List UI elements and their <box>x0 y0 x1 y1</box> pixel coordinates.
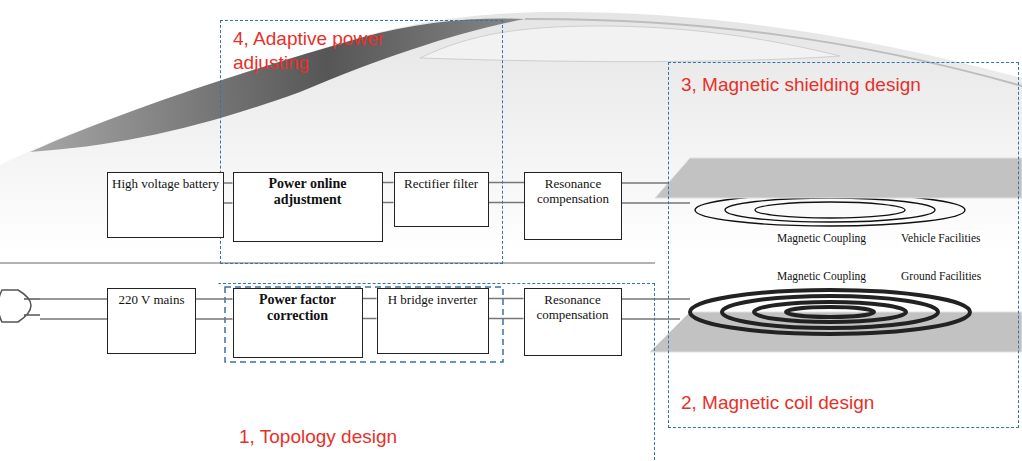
process-box: Rectifier filter <box>394 172 489 227</box>
wire-connector <box>383 183 394 203</box>
wire-connector <box>489 183 525 203</box>
region-title: 1, Topology design <box>239 425 642 449</box>
car-body <box>0 12 1022 255</box>
coil-wire <box>620 183 690 203</box>
wire-connector <box>196 299 233 319</box>
region-title: 4, Adaptive power adjusting <box>233 27 433 75</box>
box-label: Rectifier filter <box>399 176 484 191</box>
box-label: Resonance compensation <box>529 176 617 206</box>
box-label: Power online adjustment <box>238 176 378 208</box>
dashed-region: 3, Magnetic shielding design 2, Magnetic … <box>668 62 1019 428</box>
facility-label: Vehicle Facilities <box>900 231 982 245</box>
process-box: H bridge inverter <box>377 288 489 354</box>
box-label: H bridge inverter <box>382 292 484 307</box>
region-title: 3, Magnetic shielding design <box>681 73 1002 97</box>
wire-connector <box>363 299 377 319</box>
dashed-region: 1, Topology design Power factor correctio… <box>218 283 655 461</box>
box-label: Power factor correction <box>238 292 358 324</box>
dashed-region: 4, Adaptive power adjustingPower online … <box>220 20 503 264</box>
box-label: 220 V mains <box>112 292 191 307</box>
box-label: Resonance compensation <box>529 292 617 322</box>
inner-dashed-box <box>225 287 503 362</box>
process-box: Power online adjustment <box>233 172 383 242</box>
box-label: High voltage battery <box>112 176 219 191</box>
car-window <box>420 26 840 62</box>
vehicle-coil <box>695 194 965 226</box>
region-title: 2, Magnetic coil design <box>681 391 1002 415</box>
ground-coil <box>690 290 970 334</box>
process-box: Resonance compensation <box>524 288 622 356</box>
wire-connector <box>224 183 233 203</box>
car-swoosh <box>30 19 525 152</box>
plug-symbol <box>0 290 40 322</box>
facility-label: Magnetic Coupling <box>776 269 867 283</box>
vehicle-plate <box>655 158 1022 198</box>
process-box: Power factor correction <box>233 288 363 358</box>
facility-label: Magnetic Coupling <box>776 231 867 245</box>
mains-wire <box>40 299 107 319</box>
coil-wire <box>620 299 690 319</box>
source-box: 220 V mains <box>107 288 196 354</box>
facility-label: Ground Facilities <box>900 269 982 283</box>
process-box: Resonance compensation <box>524 172 622 240</box>
wire-connector <box>489 299 524 319</box>
battery-box: High voltage battery <box>107 172 224 238</box>
